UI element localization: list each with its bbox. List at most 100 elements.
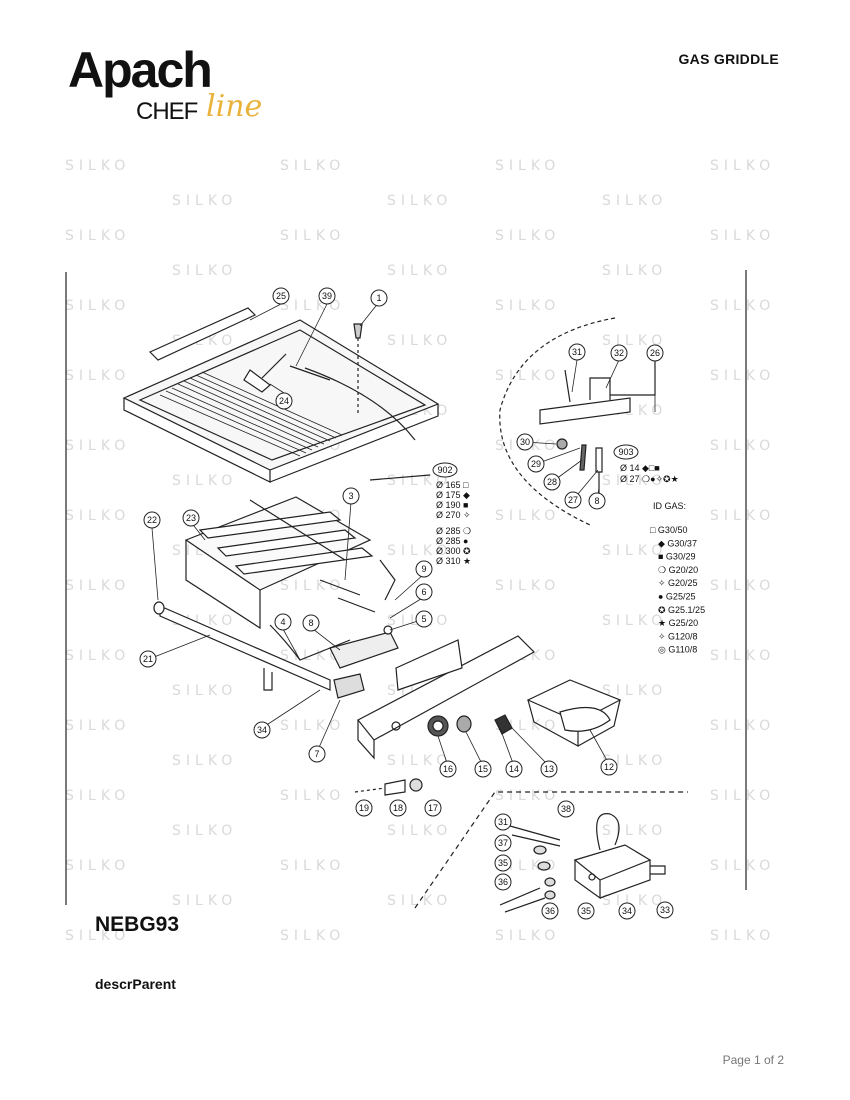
- callout-label: 8: [308, 618, 313, 628]
- callout-label: 36: [545, 906, 555, 916]
- watermark-text: SILKO: [495, 368, 561, 384]
- watermark-text: SILKO: [172, 263, 238, 279]
- watermark-text: SILKO: [65, 368, 131, 384]
- callout-label: 23: [186, 513, 196, 523]
- callout-25: 25: [272, 287, 290, 305]
- burner-diameter-entry: Ø 175 ◆: [436, 490, 470, 500]
- callout-label: 5: [421, 614, 426, 624]
- watermark-text: SILKO: [65, 648, 131, 664]
- watermark-text: SILKO: [65, 858, 131, 874]
- callout-label: 31: [572, 347, 582, 357]
- callout-34: 34: [618, 902, 636, 920]
- watermark-text: SILKO: [710, 228, 776, 244]
- callout-3: 3: [342, 487, 360, 505]
- callout-4: 4: [274, 613, 292, 631]
- burner-diameter-entry: Ø 190 ■: [436, 500, 468, 510]
- watermark-text: SILKO: [280, 718, 346, 734]
- control-panel-drawing: [357, 635, 535, 760]
- callout-label: 8: [594, 496, 599, 506]
- watermark-text: SILKO: [280, 928, 346, 944]
- injector-detail-drawing: [499, 317, 656, 526]
- watermark-text: SILKO: [172, 473, 238, 489]
- callout-19: 19: [355, 799, 373, 817]
- callout-36: 36: [541, 902, 559, 920]
- callout-label: 37: [498, 838, 508, 848]
- callout-6: 6: [415, 583, 433, 601]
- watermark-text: SILKO: [280, 858, 346, 874]
- callout-36: 36: [494, 873, 512, 891]
- watermark-text: SILKO: [387, 333, 453, 349]
- watermark-text: SILKO: [602, 683, 668, 699]
- watermark-text: SILKO: [495, 928, 561, 944]
- watermark-text: SILKO: [710, 508, 776, 524]
- gas-type-entry: ❍ G20/20: [658, 565, 698, 575]
- document-title: GAS GRIDDLE: [678, 51, 779, 67]
- watermark-text: SILKO: [602, 893, 668, 909]
- callout-12: 12: [600, 758, 618, 776]
- burner-diameter-entry: Ø 285 ❍: [436, 526, 471, 536]
- callout-label: 3: [348, 491, 353, 501]
- callout-label: 13: [544, 764, 554, 774]
- callout-label: 19: [359, 803, 369, 813]
- callout-label: 32: [614, 348, 624, 358]
- description-parent: descrParent: [95, 976, 176, 992]
- callout-label: 17: [428, 803, 438, 813]
- callout-15: 15: [474, 760, 492, 778]
- callout-label: 16: [443, 764, 453, 774]
- watermark-text: SILKO: [602, 473, 668, 489]
- callout-label: 33: [660, 905, 670, 915]
- gas-type-legend: ID GAS:□ G30/50◆ G30/37■ G30/29❍ G20/20✧…: [650, 501, 705, 655]
- watermark-text: SILKO: [387, 543, 453, 559]
- watermark-text: SILKO: [387, 753, 453, 769]
- gas-type-entry: ● G25/25: [658, 592, 695, 602]
- watermark-text: SILKO: [387, 893, 453, 909]
- callout-29: 29: [527, 455, 545, 473]
- callout-label: 18: [393, 803, 403, 813]
- logo-sub-chef: CHEF: [136, 98, 198, 125]
- callout-label: 7: [314, 749, 319, 759]
- igniter-drawing: [354, 778, 423, 796]
- callout-31: 31: [494, 813, 512, 831]
- watermark-text: SILKO: [602, 263, 668, 279]
- callout-24: 24: [275, 392, 293, 410]
- callout-8: 8: [588, 492, 606, 510]
- watermark-text: SILKO: [710, 788, 776, 804]
- gas-pipe-drawing: [153, 601, 351, 691]
- watermark-text: SILKO: [172, 823, 238, 839]
- callout-38: 38: [557, 800, 575, 818]
- callout-label: 31: [498, 817, 508, 827]
- callout-27: 27: [564, 491, 582, 509]
- callout-label: 36: [498, 877, 508, 887]
- watermark-text: SILKO: [710, 158, 776, 174]
- watermark-text: SILKO: [387, 193, 453, 209]
- watermark-text: SILKO: [65, 158, 131, 174]
- callout-8: 8: [302, 614, 320, 632]
- callout-28: 28: [543, 473, 561, 491]
- callout-label: 34: [257, 725, 267, 735]
- watermark-text: SILKO: [495, 578, 561, 594]
- watermark-text: SILKO: [280, 228, 346, 244]
- watermark-text: SILKO: [65, 438, 131, 454]
- watermark-text: SILKO: [172, 753, 238, 769]
- callout-35: 35: [494, 854, 512, 872]
- watermark-text: SILKO: [710, 858, 776, 874]
- gas-type-entry: □ G30/50: [650, 525, 687, 535]
- gas-type-entry: ■ G30/29: [658, 552, 695, 562]
- callout-30: 30: [516, 433, 534, 451]
- callout-35: 35: [577, 902, 595, 920]
- callout-9: 9: [415, 560, 433, 578]
- watermark-text: SILKO: [602, 543, 668, 559]
- callout-17: 17: [424, 799, 442, 817]
- burner-diameter-entry: Ø 270 ✧: [436, 510, 471, 520]
- gas-type-entry: ★ G25/20: [658, 618, 698, 628]
- callout-33: 33: [656, 901, 674, 919]
- callout-label: 15: [478, 764, 488, 774]
- callout-label: 24: [279, 396, 289, 406]
- burner-diameter-entry: Ø 300 ✪: [436, 546, 471, 556]
- callout-31: 31: [568, 343, 586, 361]
- burner-diameter-entry: Ø 310 ★: [436, 556, 471, 566]
- callout-label: 28: [547, 477, 557, 487]
- callout-label: 9: [421, 564, 426, 574]
- callout-label: 38: [561, 804, 571, 814]
